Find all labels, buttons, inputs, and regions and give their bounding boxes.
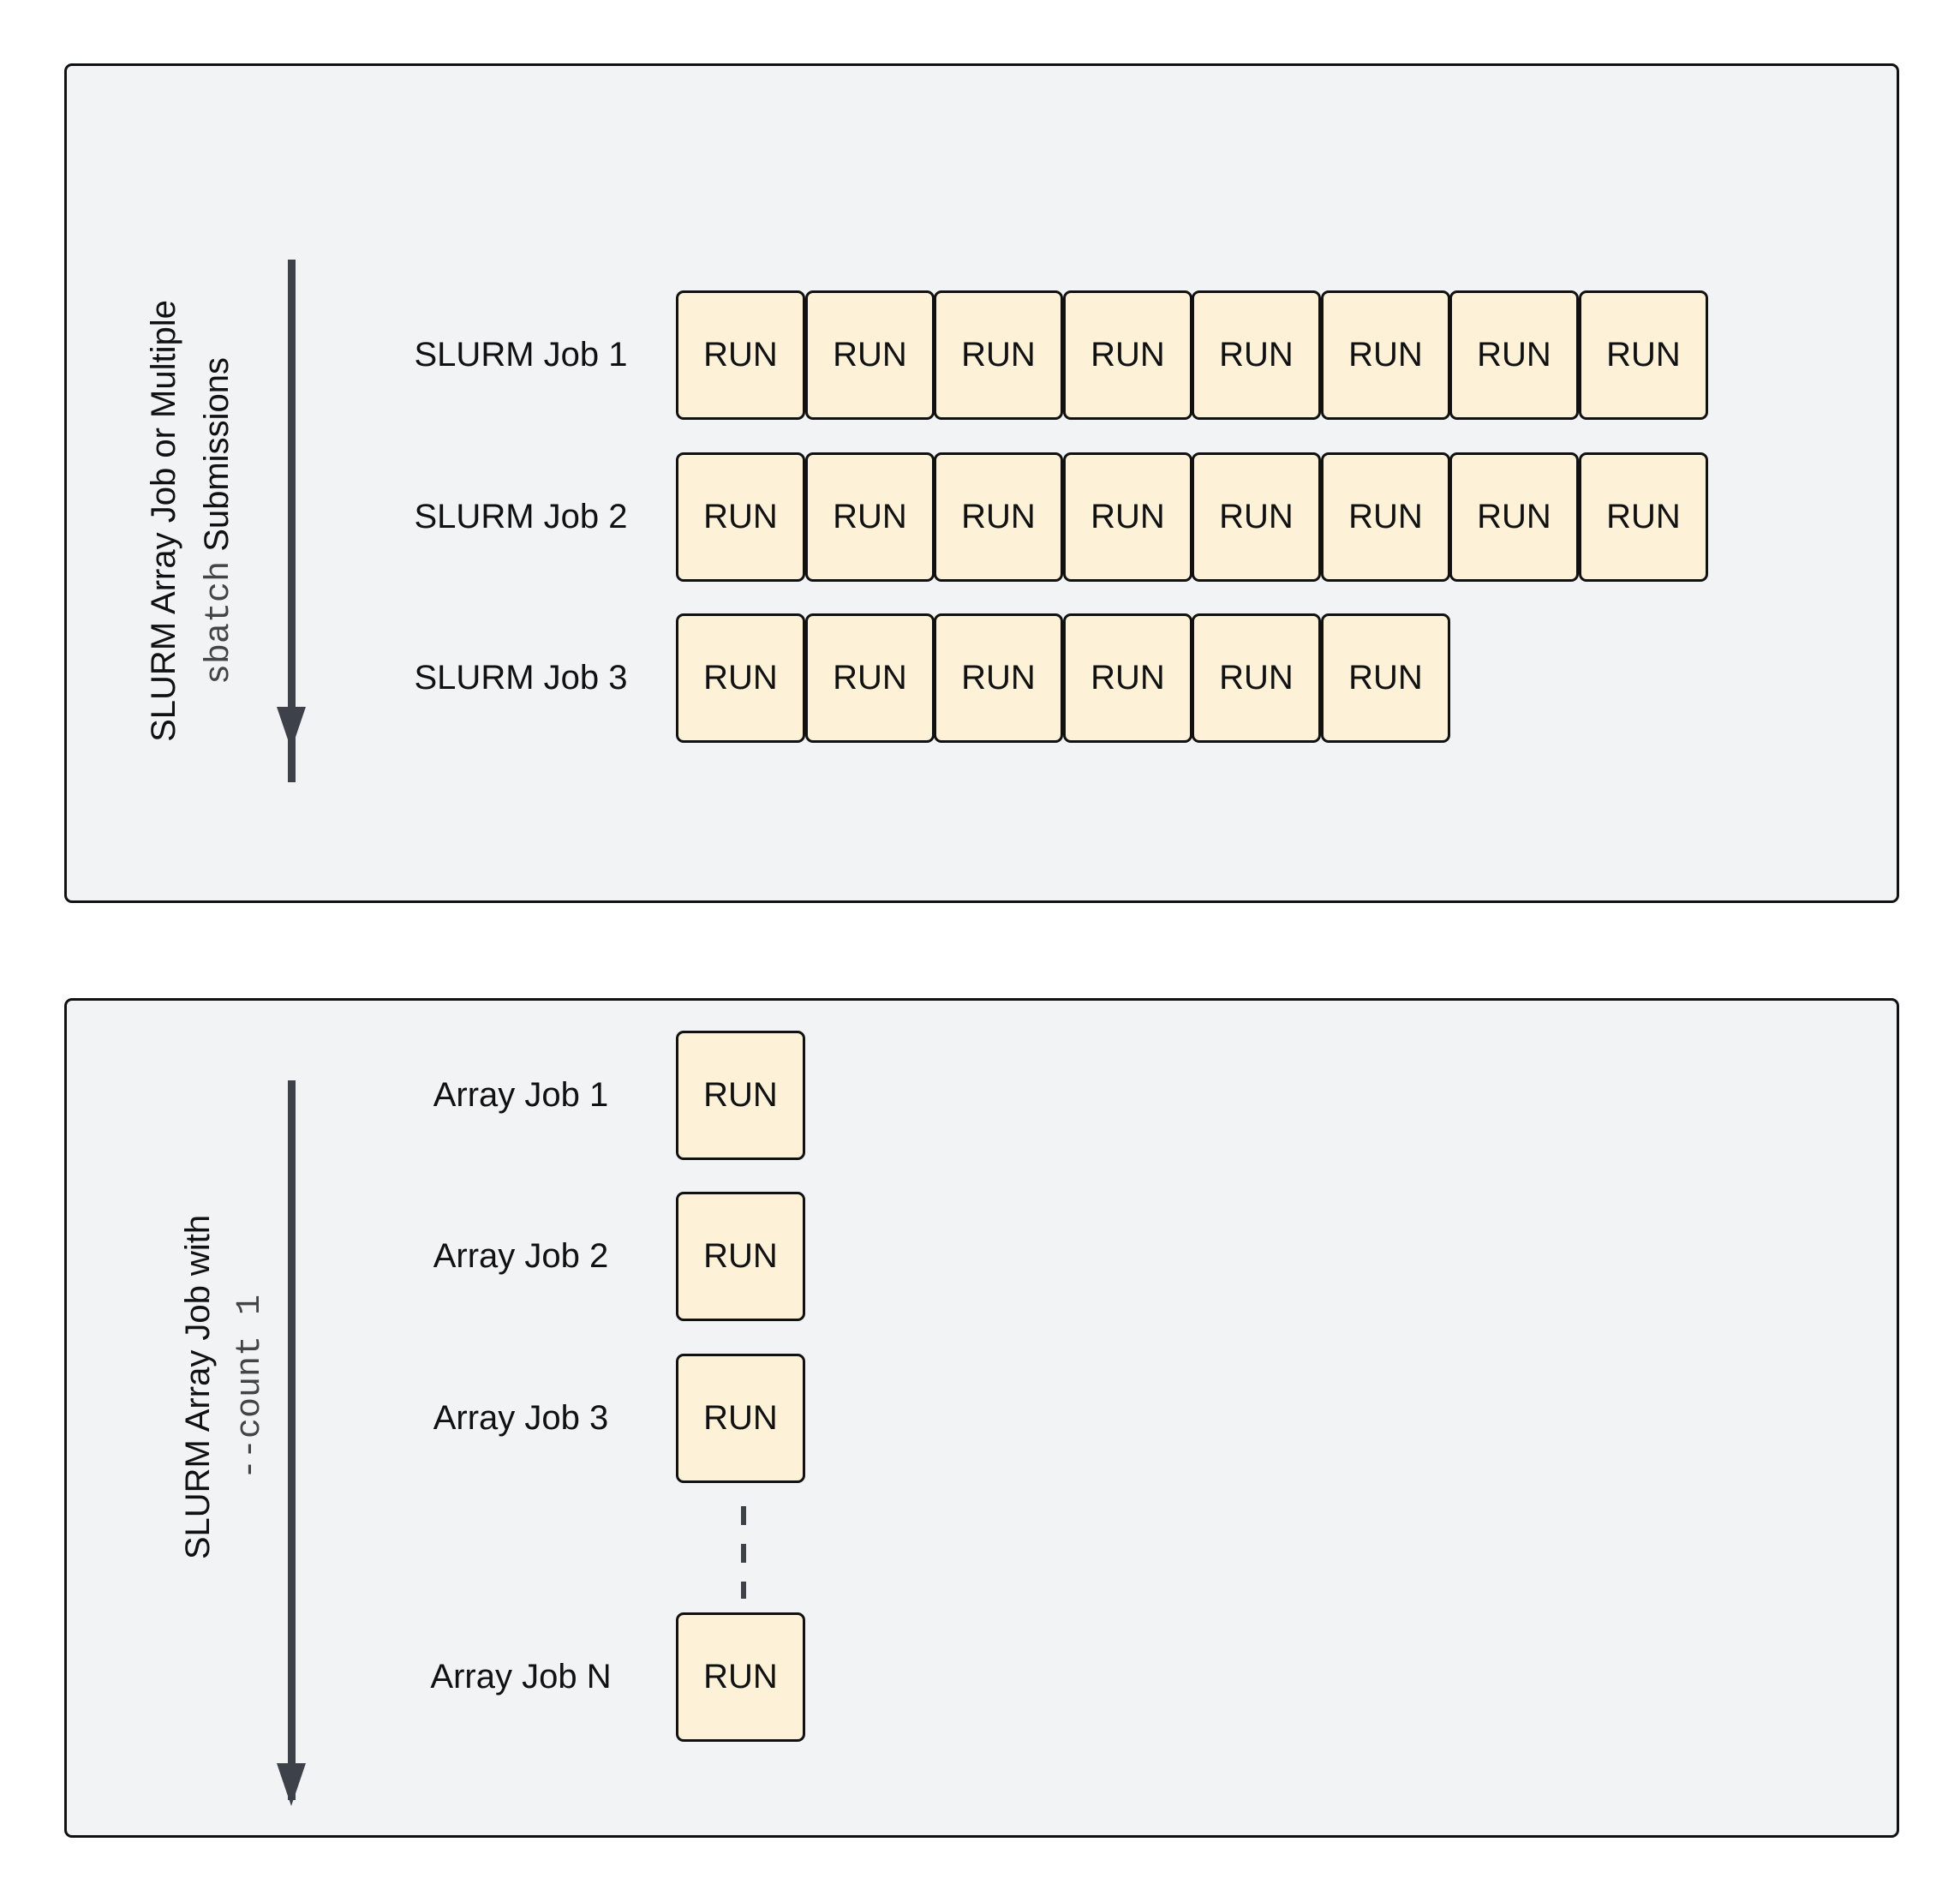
run-box: RUN <box>1063 452 1192 582</box>
top-axis-label-line2: sbatch Submissions <box>190 357 247 685</box>
run-box: RUN <box>1063 613 1192 743</box>
run-box: RUN <box>1321 613 1450 743</box>
run-box: RUN <box>1449 290 1579 420</box>
bottom-axis-label-code: --count 1 <box>231 1294 270 1480</box>
run-box: RUN <box>1192 290 1321 420</box>
run-box: RUN <box>676 452 805 582</box>
run-box: RUN <box>676 1612 805 1742</box>
top-axis-label-code: sbatch <box>200 560 239 685</box>
run-box: RUN <box>1579 452 1708 582</box>
run-box: RUN <box>1449 452 1579 582</box>
run-box: RUN <box>1192 452 1321 582</box>
slurm-job-row-label: SLURM Job 3 <box>414 659 628 697</box>
run-box: RUN <box>934 613 1063 743</box>
run-box: RUN <box>1192 613 1321 743</box>
top-axis-label: SLURM Array Job or Multiple sbatch Submi… <box>140 135 243 906</box>
array-job-row-label: Array Job 3 <box>433 1399 609 1437</box>
run-box: RUN <box>805 290 935 420</box>
top-axis-label-suffix: Submissions <box>198 357 236 561</box>
ellipsis-dashed-connector <box>741 1506 746 1599</box>
slurm-job-row-label: SLURM Job 1 <box>414 336 628 374</box>
bottom-axis-arrow-head <box>277 1763 306 1806</box>
run-box: RUN <box>676 290 805 420</box>
run-box: RUN <box>1321 290 1450 420</box>
run-box: RUN <box>1321 452 1450 582</box>
run-box: RUN <box>1579 290 1708 420</box>
run-box: RUN <box>676 613 805 743</box>
run-box: RUN <box>1063 290 1192 420</box>
run-box: RUN <box>934 290 1063 420</box>
bottom-axis-label: SLURM Array Job with --count 1 <box>173 1002 276 1773</box>
array-job-row-label: Array Job 1 <box>433 1076 609 1114</box>
top-axis-arrow-line <box>288 260 296 782</box>
slurm-job-row-label: SLURM Job 2 <box>414 498 628 535</box>
run-box: RUN <box>676 1192 805 1321</box>
run-box: RUN <box>676 1354 805 1483</box>
top-axis-label-line1: SLURM Array Job or Multiple <box>145 300 182 742</box>
top-panel: SLURM Array Job or Multiple sbatch Submi… <box>64 63 1899 903</box>
run-box: RUN <box>805 613 935 743</box>
run-box: RUN <box>676 1031 805 1160</box>
array-job-row-label: Array Job N <box>430 1658 612 1696</box>
bottom-axis-arrow-line <box>288 1080 296 1800</box>
run-box: RUN <box>934 452 1063 582</box>
array-job-row-label: Array Job 2 <box>433 1237 609 1275</box>
bottom-panel: SLURM Array Job with --count 1 Array Job… <box>64 998 1899 1838</box>
run-box: RUN <box>805 452 935 582</box>
top-axis-arrow-head <box>277 707 306 750</box>
bottom-axis-label-line1: SLURM Array Job with <box>179 1214 217 1560</box>
